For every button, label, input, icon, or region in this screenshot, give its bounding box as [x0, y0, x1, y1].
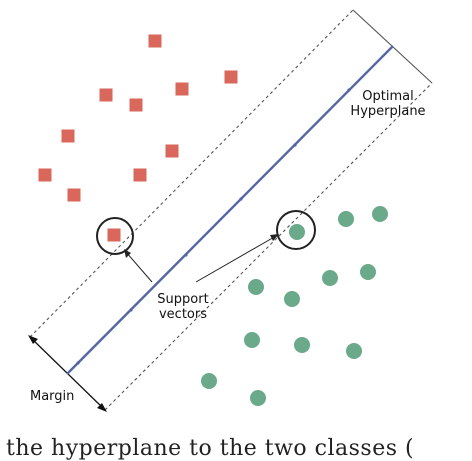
support-vectors-label-line1: Support: [157, 292, 209, 307]
class-b-circle: [284, 291, 300, 307]
arrow-to-left-support-vector: [125, 251, 153, 283]
hyperplane-tick: [129, 308, 133, 312]
optimal-hyperplane-label: Optimal Hyperplane: [343, 89, 433, 119]
class-b-points: [201, 206, 388, 406]
arrow-to-right-support-vector: [195, 235, 277, 283]
hyperplane-tick: [293, 143, 297, 147]
hyperplane-line: [66, 45, 394, 375]
class-a-square: [67, 188, 81, 202]
cut-off-caption-text: the hyperplane to the two classes (: [6, 436, 415, 461]
support-vectors-label-line2: vectors: [158, 307, 207, 322]
class-b-circle: [244, 332, 260, 348]
optimal-hyperplane: [66, 45, 394, 375]
class-b-circle: [346, 343, 362, 359]
class-a-square: [165, 144, 179, 158]
upper-margin-line: [29, 9, 354, 338]
class-b-circle: [250, 390, 266, 406]
support-vector-ring: [96, 217, 134, 255]
class-a-square: [129, 98, 143, 112]
class-a-square: [61, 129, 75, 143]
annotation-arrows: [124, 234, 279, 283]
optimal-hyperplane-label-line1: Optimal: [362, 89, 414, 104]
hyperplane-tick: [184, 253, 188, 257]
class-b-circle: [289, 224, 305, 240]
arrowhead-right-support-vector: [270, 234, 279, 241]
class-b-circle: [360, 264, 376, 280]
optimal-hyperplane-label-line2: Hyperplane: [350, 104, 426, 119]
hyperplane-tick: [347, 88, 351, 92]
class-a-square: [99, 88, 113, 102]
class-b-circle: [294, 337, 310, 353]
support-vectors-label: Support vectors: [148, 292, 218, 322]
class-b-circle: [338, 211, 354, 227]
class-a-square: [224, 70, 238, 84]
class-b-circle: [372, 206, 388, 222]
arrowhead-left-support-vector: [124, 249, 131, 258]
class-a-square: [107, 228, 121, 242]
margin-arrowhead-lower: [97, 403, 107, 412]
class-a-square: [148, 34, 162, 48]
class-b-circle: [248, 279, 264, 295]
class-a-square: [175, 82, 189, 96]
support-vector-circles: [96, 210, 316, 255]
svm-diagram: [28, 9, 433, 412]
class-b-circle: [201, 373, 217, 389]
class-a-square: [133, 168, 147, 182]
lower-margin-line: [104, 82, 433, 411]
hyperplane-tick: [76, 361, 80, 365]
class-a-square: [38, 168, 52, 182]
margin-arrowhead-upper: [28, 335, 38, 344]
margin-label: Margin: [30, 389, 75, 404]
class-a-points: [38, 34, 238, 242]
hyperplane-tick: [239, 197, 243, 201]
class-b-circle: [322, 270, 338, 286]
support-vector-ring: [276, 210, 316, 250]
